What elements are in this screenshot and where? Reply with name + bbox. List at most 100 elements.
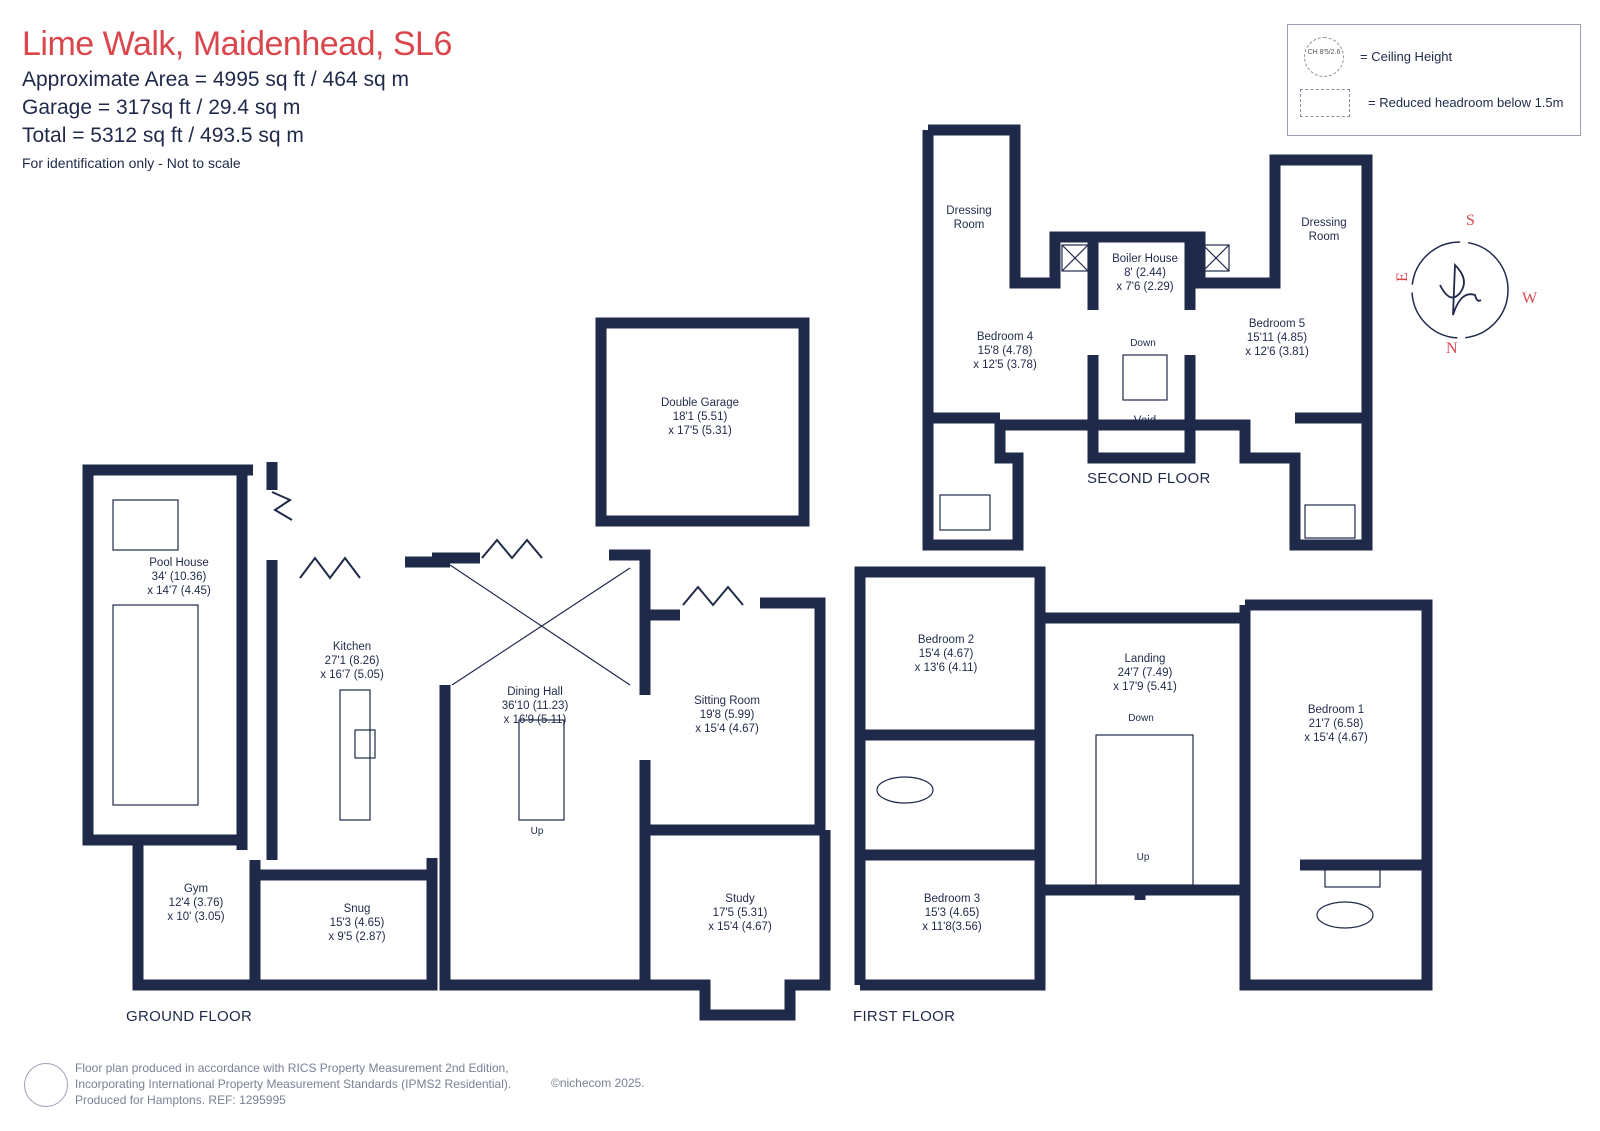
room-name: Gym (183, 883, 209, 895)
bath-bedroom1 (1316, 901, 1374, 929)
swimming-pool (112, 604, 199, 806)
compass-icon (1411, 241, 1509, 339)
footer-line-3: Produced for Hamptons. REF: 1295995 (75, 1093, 286, 1107)
garage-walls (595, 317, 810, 527)
room-dimension: 27'1 (8.26) (324, 655, 380, 667)
room-name: Bedroom 5 (1248, 318, 1306, 330)
room-bedroom-2: Bedroom 2 15'4 (4.67) x 13'6 (4.11) (915, 633, 978, 675)
room-dimension: 34' (10.36) (151, 571, 207, 583)
room-double-garage: Double Garage 18'1 (5.51) x 17'5 (5.31) (661, 396, 739, 438)
room-dimension: 24'7 (7.49) (1117, 667, 1173, 679)
room-dimension: x 16'7 (5.05) (320, 669, 384, 681)
legend: CH 8'5/2.6 = Ceiling Height = Reduced he… (1287, 24, 1581, 136)
bath-first-floor (876, 776, 934, 804)
info-icon (24, 1063, 68, 1107)
room-dimension: 15'3 (4.65) (329, 917, 385, 929)
room-dimension: x 12'5 (3.78) (973, 359, 1037, 371)
room-bedroom-5: Bedroom 5 15'11 (4.85) x 12'6 (3.81) (1245, 317, 1309, 359)
header: Lime Walk, Maidenhead, SL6 Approximate A… (22, 22, 452, 174)
floor-label-first: FIRST FLOOR (853, 1008, 956, 1025)
room-dimension: x 11'8(3.56) (922, 921, 982, 933)
room-dimension: x 15'4 (4.67) (708, 921, 772, 933)
room-name: Room (953, 219, 985, 231)
pool-house-rooflight (112, 499, 179, 551)
room-void: Void (1133, 415, 1157, 427)
room-name: Dining Hall (507, 686, 563, 698)
room-dimension: 21'7 (6.58) (1308, 718, 1364, 730)
compass-n-label: N (1446, 340, 1458, 357)
room-dimension: 18'1 (5.51) (672, 411, 728, 423)
hob (354, 729, 376, 759)
room-dining-hall: Dining Hall 36'10 (11.23) x 16'9 (5.11) (502, 685, 569, 727)
room-dimension: 8' (2.44) (1124, 267, 1166, 279)
room-name: Bedroom 3 (923, 893, 981, 905)
room-dimension: 12'4 (3.76) (168, 897, 224, 909)
room-study: Study 17'5 (5.31) x 15'4 (4.67) (708, 892, 772, 934)
room-dimension: x 13'6 (4.11) (914, 662, 978, 674)
stairs-up-label: Up (530, 826, 544, 837)
kitchen-island (339, 689, 371, 821)
room-bedroom-3: Bedroom 3 15'3 (4.65) x 11'8(3.56) (922, 892, 982, 934)
room-boiler-house: Boiler House 8' (2.44) x 7'6 (2.29) (1112, 252, 1178, 294)
room-name: Bedroom 4 (976, 331, 1034, 343)
footer-line-1: Floor plan produced in accordance with R… (75, 1061, 509, 1075)
room-dimension: 36'10 (11.23) (501, 700, 569, 712)
room-dimension: x 15'4 (4.67) (695, 723, 759, 735)
room-dimension: 17'5 (5.31) (712, 907, 768, 919)
footer-line-2: Incorporating International Property Mea… (75, 1077, 512, 1091)
room-gym: Gym 12'4 (3.76) x 10' (3.05) (167, 882, 224, 924)
room-landing: Landing 24'7 (7.49) x 17'9 (5.41) (1113, 652, 1177, 694)
room-name: Study (725, 893, 755, 905)
second-floor-stairs (1122, 354, 1168, 401)
room-dressing-room-left: Dressing Room (946, 204, 991, 232)
room-dimension: x 9'5 (2.87) (328, 931, 386, 943)
ground-stairs (518, 719, 565, 821)
room-bedroom-1: Bedroom 1 21'7 (6.58) x 15'4 (4.67) (1304, 703, 1368, 745)
page-title: Lime Walk, Maidenhead, SL6 (22, 25, 452, 63)
room-dimension: 15'3 (4.65) (924, 907, 980, 919)
room-name: Snug (343, 903, 371, 915)
floor-label-second: SECOND FLOOR (1087, 470, 1211, 487)
compass-s-label: S (1466, 212, 1475, 229)
room-dimension: x 7'6 (2.29) (1116, 281, 1174, 293)
room-name: Bedroom 1 (1307, 704, 1365, 716)
compass-e-label: E (1393, 272, 1411, 282)
ceiling-height-icon: CH 8'5/2.6 (1304, 37, 1344, 77)
room-name: Dressing (1301, 217, 1347, 229)
stairs-down-label: Down (1128, 713, 1154, 724)
room-dimension: x 16'9 (5.11) (503, 714, 567, 726)
identification-note: For identification only - Not to scale (22, 155, 241, 171)
room-bedroom-4: Bedroom 4 15'8 (4.78) x 12'5 (3.78) (973, 330, 1037, 372)
room-name: Double Garage (661, 397, 739, 409)
garage-area: Garage = 317sq ft / 29.4 sq m (22, 96, 301, 119)
ceiling-height-label: = Ceiling Height (1360, 49, 1453, 64)
room-dimension: x 17'9 (5.41) (1113, 681, 1177, 693)
bifold-doors (271, 491, 744, 607)
first-floor-stairs (1095, 734, 1194, 886)
room-dimension: 15'11 (4.85) (1246, 332, 1308, 344)
room-dimension: x 14'7 (4.45) (147, 585, 211, 597)
shower-bedroom1 (1324, 861, 1381, 888)
walls (82, 124, 1433, 1021)
footer-notes: Floor plan produced in accordance with R… (75, 1060, 511, 1108)
room-name: Pool House (149, 557, 209, 569)
copyright-text: ©nichecom 2025. (551, 1076, 645, 1090)
room-name: Sitting Room (694, 695, 760, 707)
fixtures (112, 244, 1381, 929)
stairs-up-label: Up (1136, 852, 1150, 863)
room-sitting-room: Sitting Room 19'8 (5.99) x 15'4 (4.67) (694, 694, 760, 736)
room-name: Kitchen (332, 641, 372, 653)
room-name: Bedroom 2 (917, 634, 975, 646)
room-dimension: 15'8 (4.78) (977, 345, 1033, 357)
reduced-headroom-icon (1300, 89, 1350, 117)
shower-left (939, 494, 991, 531)
total-area: Total = 5312 sq ft / 493.5 sq m (22, 124, 304, 147)
pool-house-walls (82, 464, 253, 846)
compass-w-label: W (1522, 290, 1538, 307)
approximate-area: Approximate Area = 4995 sq ft / 464 sq m (22, 68, 409, 91)
room-dressing-room-right: Dressing Room (1301, 216, 1346, 244)
floor-label-ground: GROUND FLOOR (126, 1008, 253, 1025)
room-name: Dressing (946, 205, 992, 217)
room-pool-house: Pool House 34' (10.36) x 14'7 (4.45) (147, 556, 211, 598)
